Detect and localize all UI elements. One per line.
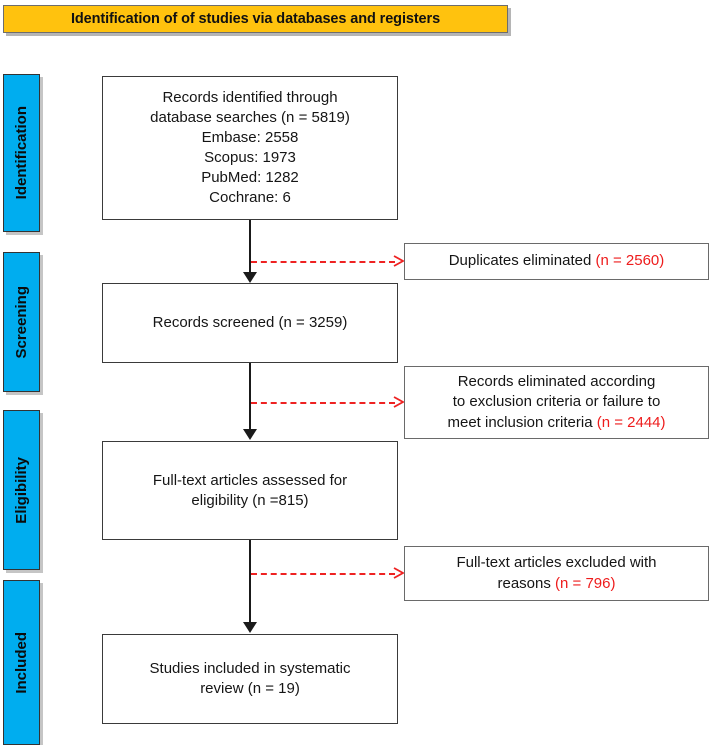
node-studies-included: Studies included in systematic review (n… <box>102 634 398 724</box>
fulltext-excluded-line2: reasons <box>497 574 556 592</box>
records-eliminated-line3: meet inclusion criteria <box>447 413 597 431</box>
arrowhead-down-screened <box>243 272 257 283</box>
arrowhead-down-fulltext <box>243 429 257 440</box>
records-identified-line2: database searches (n = 5819) <box>150 109 350 127</box>
stage-label-screening: Screening <box>13 285 30 359</box>
records-eliminated-count: (n = 2444) <box>596 413 666 431</box>
stage-tab-eligibility: Eligibility <box>3 410 40 570</box>
connector-identified-to-screened <box>249 220 251 273</box>
records-screened-line1: Records screened (n = 3259) <box>152 314 348 332</box>
duplicates-count: (n = 2560) <box>595 252 665 270</box>
arrowhead-right-eliminated-icon <box>393 396 405 408</box>
stage-label-eligibility: Eligibility <box>13 456 30 524</box>
records-identified-cochrane: Cochrane: 6 <box>209 188 291 206</box>
records-identified-pubmed: PubMed: 1282 <box>201 168 299 186</box>
records-eliminated-line1: Records eliminated according <box>457 373 656 391</box>
arrowhead-right-excluded-icon <box>393 567 405 579</box>
duplicates-label: Duplicates eliminated <box>448 252 596 270</box>
records-identified-line1: Records identified through <box>162 89 338 107</box>
node-records-screened: Records screened (n = 3259) <box>102 283 398 363</box>
fulltext-excluded-line1: Full-text articles excluded with <box>456 554 657 572</box>
connector-identified-to-duplicates <box>251 261 395 263</box>
stage-tab-screening: Screening <box>3 252 40 392</box>
stage-label-identification: Identification <box>13 106 30 200</box>
fulltext-assessed-line2: eligibility (n =815) <box>191 491 309 509</box>
connector-screened-to-eliminated <box>251 402 395 404</box>
arrowhead-right-duplicates-icon <box>393 255 405 267</box>
records-identified-scopus: Scopus: 1973 <box>204 149 296 166</box>
node-duplicates-eliminated: Duplicates eliminated (n = 2560) <box>404 243 709 280</box>
stage-tab-identification: Identification <box>3 74 40 232</box>
node-fulltext-excluded: Full-text articles excluded with reasons… <box>404 546 709 601</box>
arrowhead-down-included <box>243 622 257 633</box>
node-records-eliminated: Records eliminated according to exclusio… <box>404 366 709 439</box>
fulltext-assessed-line1: Full-text articles assessed for <box>152 471 348 489</box>
fulltext-excluded-count: (n = 796) <box>555 574 616 592</box>
records-eliminated-line2: to exclusion criteria or failure to <box>452 393 661 411</box>
connector-fulltext-to-included <box>249 540 251 623</box>
node-records-identified: Records identified through database sear… <box>102 76 398 220</box>
studies-included-line1: Studies included in systematic <box>149 660 351 678</box>
page-title: Identification of of studies via databas… <box>70 11 441 27</box>
connector-screened-to-fulltext <box>249 363 251 430</box>
node-fulltext-assessed: Full-text articles assessed for eligibil… <box>102 441 398 540</box>
diagram-title-banner: Identification of of studies via databas… <box>3 5 508 33</box>
studies-included-line2: review (n = 19) <box>200 680 300 697</box>
stage-label-included: Included <box>13 631 30 694</box>
stage-tab-included: Included <box>3 580 40 745</box>
connector-fulltext-to-excluded <box>251 573 395 575</box>
records-identified-embase: Embase: 2558 <box>201 129 299 147</box>
